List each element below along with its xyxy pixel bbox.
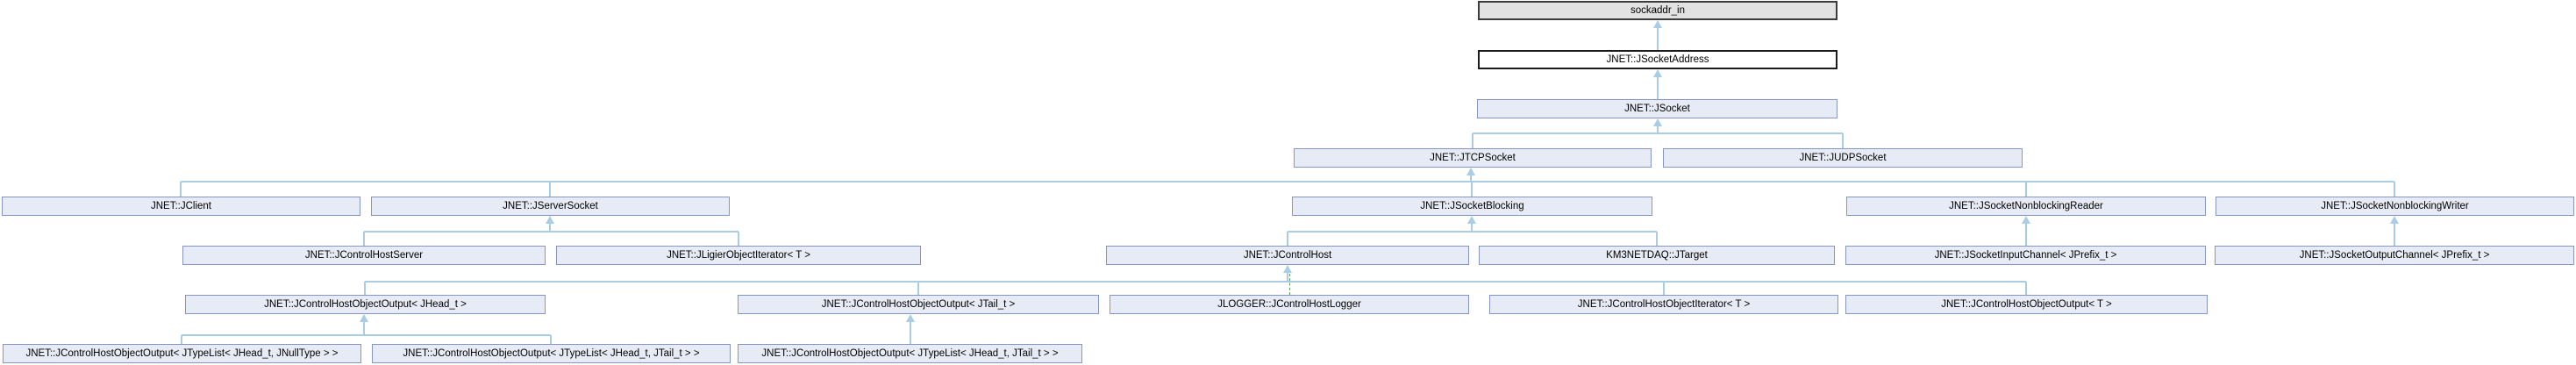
edge-row5-to-jtcpsocket-segment bbox=[180, 182, 182, 197]
edge-outputchannel-to-writer-arrowhead-icon bbox=[2390, 216, 2399, 224]
edge-row7-to-jcontrolhost-segment bbox=[1663, 282, 1665, 295]
node-jligierobjectiterator[interactable]: JNET::JLigierObjectIterator< T > bbox=[556, 246, 921, 265]
edge-row6-to-jserversocket-segment bbox=[738, 232, 739, 246]
edge-row5-to-jtcpsocket-segment bbox=[2025, 182, 2027, 197]
node-jserversocket[interactable]: JNET::JServerSocket bbox=[371, 197, 730, 216]
edge-row8-to-jchoo-jhead-segment bbox=[181, 335, 182, 344]
edge-jsocketaddress-to-sockaddr-in-segment bbox=[1657, 27, 1659, 50]
edge-row8-to-jchoo-jhead-segment bbox=[550, 335, 552, 344]
node-jsocketnonblockingwriter[interactable]: JNET::JSocketNonblockingWriter bbox=[2216, 197, 2574, 216]
edge-inputchannel-to-reader-segment bbox=[2025, 223, 2027, 246]
node-jchoi-t[interactable]: JNET::JControlHostObjectIterator< T > bbox=[1489, 295, 1838, 314]
edge-tcp-udp-to-jsocket-segment bbox=[1842, 133, 1844, 148]
edge-row7-to-jcontrolhost-segment bbox=[917, 282, 919, 295]
edge-row8-to-jchoo-jhead-segment bbox=[182, 334, 551, 336]
edge-row5-to-jtcpsocket-segment bbox=[2394, 182, 2395, 197]
edge-jsocket-to-jsocketaddress-segment bbox=[1657, 76, 1659, 99]
node-jchoo-jhead[interactable]: JNET::JControlHostObjectOutput< JHead_t … bbox=[185, 295, 546, 314]
edge-row5-to-jtcpsocket-segment bbox=[549, 182, 551, 197]
edge-row8-to-jchoo-jhead-segment bbox=[363, 321, 365, 335]
edge-jcontrolhostlogger-to-jcontrolhost-protected-dashed-segment bbox=[1289, 274, 1290, 295]
node-jchoo-typelist-nulltype[interactable]: JNET::JControlHostObjectOutput< JTypeLis… bbox=[3, 344, 361, 363]
edge-row6-to-jserversocket-segment bbox=[364, 231, 739, 233]
edge-row7-to-jcontrolhost-segment bbox=[365, 281, 2026, 283]
node-jchoo-typelist-jtail-2[interactable]: JNET::JControlHostObjectOutput< JTypeLis… bbox=[738, 344, 1082, 363]
edge-row7-to-jcontrolhost-arrowhead-icon bbox=[1283, 265, 1292, 273]
node-jsocketaddress: JNET::JSocketAddress bbox=[1478, 50, 1837, 69]
edge-tcp-udp-to-jsocket-arrowhead-icon bbox=[1653, 118, 1662, 126]
node-jsocketnonblockingreader[interactable]: JNET::JSocketNonblockingReader bbox=[1846, 197, 2206, 216]
edge-tcp-udp-to-jsocket-segment bbox=[1657, 125, 1659, 133]
edge-row7-to-jcontrolhost-segment bbox=[1287, 272, 1288, 282]
edge-tcp-udp-to-jsocket-segment bbox=[1472, 133, 1474, 148]
node-jcontrolhost[interactable]: JNET::JControlHost bbox=[1106, 246, 1469, 265]
edge-row5-to-jtcpsocket-segment bbox=[1470, 175, 1472, 182]
edge-outputchannel-to-writer-segment bbox=[2394, 223, 2395, 246]
node-jchoo-jtail[interactable]: JNET::JControlHostObjectOutput< JTail_t … bbox=[738, 295, 1099, 314]
edge-jsocketaddress-to-sockaddr-in-arrowhead-icon bbox=[1653, 20, 1662, 28]
edge-row6-to-jsocketblocking-segment bbox=[1471, 223, 1473, 232]
edge-row6-to-jserversocket-segment bbox=[549, 223, 551, 232]
node-jsocketoutputchannel[interactable]: JNET::JSocketOutputChannel< JPrefix_t > bbox=[2215, 246, 2574, 265]
edge-row5-to-jtcpsocket-segment bbox=[1471, 182, 1473, 197]
edge-row6-to-jsocketblocking-segment bbox=[1287, 232, 1288, 246]
edge-row6-to-jserversocket-arrowhead-icon bbox=[546, 216, 554, 224]
edge-row6-to-jsocketblocking-segment bbox=[1288, 231, 1657, 233]
edge-row5-to-jtcpsocket-segment bbox=[181, 181, 2394, 182]
node-jtcpsocket[interactable]: JNET::JTCPSocket bbox=[1294, 148, 1652, 168]
edge-row8-to-jchoo-jtail-arrowhead-icon bbox=[906, 314, 915, 322]
node-jtarget[interactable]: KM3NETDAQ::JTarget bbox=[1479, 246, 1835, 265]
node-jclient[interactable]: JNET::JClient bbox=[2, 197, 360, 216]
edge-row6-to-jsocketblocking-segment bbox=[1656, 232, 1658, 246]
node-jsocketinputchannel[interactable]: JNET::JSocketInputChannel< JPrefix_t > bbox=[1845, 246, 2206, 265]
node-jsocket[interactable]: JNET::JSocket bbox=[1477, 99, 1837, 118]
edge-row7-to-jcontrolhost-segment bbox=[364, 282, 366, 295]
edge-row6-to-jsocketblocking-arrowhead-icon bbox=[1467, 216, 1476, 224]
node-sockaddr-in: sockaddr_in bbox=[1478, 1, 1837, 20]
node-jchoo-t[interactable]: JNET::JControlHostObjectOutput< T > bbox=[1845, 295, 2208, 314]
edge-row6-to-jserversocket-segment bbox=[363, 232, 365, 246]
edge-row5-to-jtcpsocket-arrowhead-icon bbox=[1466, 168, 1475, 175]
edge-row8-to-jchoo-jhead-arrowhead-icon bbox=[360, 314, 368, 322]
edge-inputchannel-to-reader-arrowhead-icon bbox=[2022, 216, 2030, 224]
edge-row8-to-jchoo-jtail-segment bbox=[910, 321, 911, 344]
node-jcontrolhostserver[interactable]: JNET::JControlHostServer bbox=[182, 246, 546, 265]
node-judpsocket[interactable]: JNET::JUDPSocket bbox=[1663, 148, 2023, 168]
edge-jsocket-to-jsocketaddress-arrowhead-icon bbox=[1653, 69, 1662, 77]
node-jsocketblocking[interactable]: JNET::JSocketBlocking bbox=[1292, 197, 1652, 216]
node-jcontrolhostlogger[interactable]: JLOGGER::JControlHostLogger bbox=[1110, 295, 1469, 314]
node-jchoo-typelist-jtail-1[interactable]: JNET::JControlHostObjectOutput< JTypeLis… bbox=[372, 344, 731, 363]
edge-row7-to-jcontrolhost-segment bbox=[2025, 282, 2027, 295]
edge-tcp-udp-to-jsocket-segment bbox=[1473, 132, 1843, 134]
